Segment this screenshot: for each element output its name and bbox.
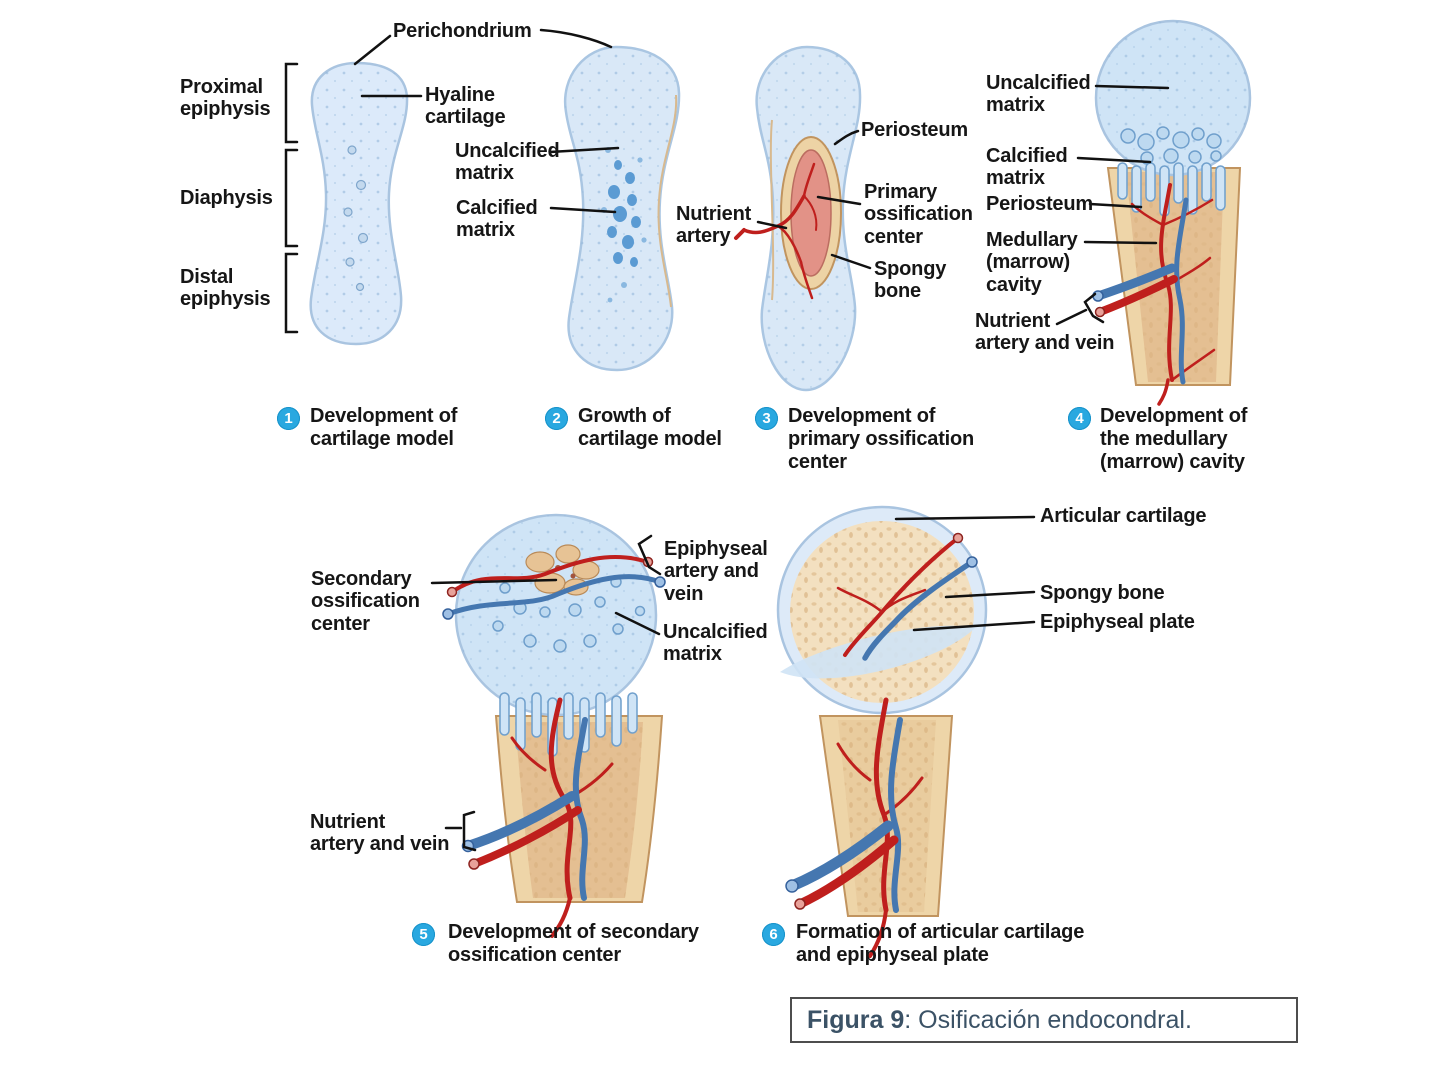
- bone-stage6-articular-cartilage: [776, 505, 988, 958]
- stage-3-badge: 3: [755, 407, 778, 430]
- label-uncalcified-matrix-stage5: Uncalcified matrix: [663, 621, 768, 666]
- stage-3-caption: Development of primary ossification cent…: [788, 405, 975, 473]
- label-proximal-epiphysis: Proximal epiphysis: [180, 76, 271, 121]
- label-uncalcified-matrix-stage4: Uncalcified matrix: [986, 72, 1091, 117]
- stage-6-caption: Formation of articular cartilage and epi…: [796, 921, 1085, 966]
- label-calcified-matrix-stage2: Calcified matrix: [456, 197, 538, 242]
- label-nutrient-artery-stage3: Nutrient artery: [676, 203, 752, 248]
- label-articular-cartilage: Articular cartilage: [1040, 505, 1207, 527]
- figure-caption-label: Figura 9: [807, 1005, 905, 1034]
- stage-1-badge: 1: [277, 407, 300, 430]
- figure-caption-text: : Osificación endocondral.: [904, 1005, 1192, 1034]
- stage-6-badge: 6: [762, 923, 785, 946]
- stage-1-caption: Development of cartilage model: [310, 405, 458, 450]
- label-nutrient-artery-vein-stage5: Nutrient artery and vein: [310, 811, 450, 856]
- stage-2-badge: 2: [545, 407, 568, 430]
- label-uncalcified-matrix-stage2: Uncalcified matrix: [455, 140, 560, 185]
- stage-4-badge: 4: [1068, 407, 1091, 430]
- label-primary-ossification-center: Primary ossification center: [864, 181, 973, 248]
- stage-4-caption: Development of the medullary (marrow) ca…: [1100, 405, 1248, 473]
- bone-stage5-secondary-ossification: [442, 513, 666, 938]
- label-calcified-matrix-stage4: Calcified matrix: [986, 145, 1068, 190]
- label-secondary-ossification-center: Secondary ossification center: [311, 568, 420, 635]
- label-spongy-bone-stage6: Spongy bone: [1040, 582, 1165, 604]
- leader-lines: [284, 28, 1170, 852]
- bone-stage4-medullary-cavity: [1092, 19, 1252, 406]
- bone-stage2-growth-model: [563, 45, 681, 372]
- label-hyaline-cartilage: Hyaline cartilage: [425, 84, 506, 129]
- label-spongy-bone-stage3: Spongy bone: [874, 258, 947, 303]
- stage-5-caption: Development of secondary ossification ce…: [448, 921, 699, 966]
- label-distal-epiphysis: Distal epiphysis: [180, 266, 271, 311]
- bone-stage3-primary-ossification: [734, 45, 862, 392]
- label-nutrient-artery-vein-stage4: Nutrient artery and vein: [975, 310, 1115, 355]
- label-periosteum-stage4: Periosteum: [986, 193, 1093, 215]
- label-perichondrium: Perichondrium: [393, 20, 532, 42]
- label-diaphysis: Diaphysis: [180, 187, 273, 209]
- label-medullary-cavity: Medullary (marrow) cavity: [986, 229, 1078, 296]
- stage-2-caption: Growth of cartilage model: [578, 405, 722, 450]
- label-epiphyseal-plate: Epiphyseal plate: [1040, 611, 1195, 633]
- label-periosteum-stage3: Periosteum: [861, 119, 968, 141]
- figure-caption-box: Figura 9: Osificación endocondral.: [790, 997, 1298, 1043]
- stage-5-badge: 5: [412, 923, 435, 946]
- label-epiphyseal-artery-vein: Epiphyseal artery and vein: [664, 538, 768, 605]
- bone-stage1-cartilage-model: [309, 61, 409, 346]
